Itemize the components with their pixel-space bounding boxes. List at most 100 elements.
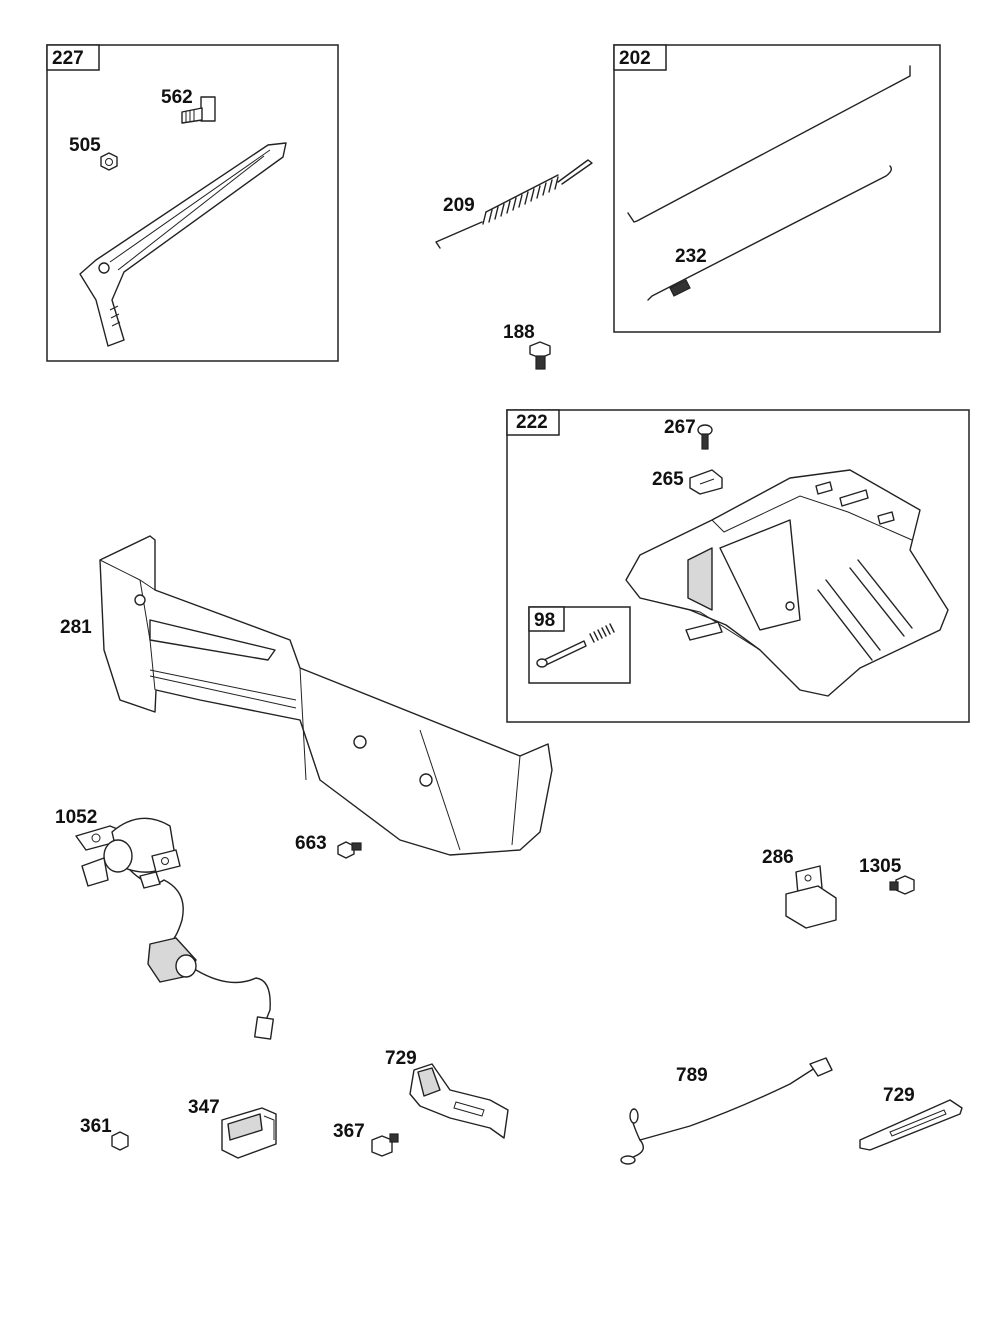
- clip-265-slot: [699, 478, 715, 485]
- label-367: 367: [333, 1121, 365, 1142]
- group-98-tag: [528, 606, 565, 632]
- label-562: 562: [161, 87, 193, 108]
- bolt-663[interactable]: [337, 841, 362, 859]
- pin-98-head: [536, 658, 548, 668]
- switch-1052-lead: [195, 969, 271, 1021]
- bracket-286-body: [785, 885, 837, 929]
- bracket-222-mount: [719, 519, 801, 631]
- shield-281-body: [99, 535, 553, 856]
- spring-209-hook-right: [557, 159, 593, 185]
- nut-361[interactable]: [111, 1131, 129, 1151]
- bracket-729-bent-slot: [453, 1101, 485, 1117]
- shield-281[interactable]: [99, 535, 553, 856]
- spring-209-coil-axis: [485, 174, 559, 213]
- group-98-frame: [528, 606, 631, 684]
- label-222: 222: [516, 412, 548, 433]
- nut-505-body: [100, 152, 118, 171]
- harness-789-terminal: [809, 1057, 833, 1077]
- spring-209-hook-left: [435, 221, 483, 249]
- label-98: 98: [534, 610, 555, 631]
- label-347: 347: [188, 1097, 220, 1118]
- rod-232[interactable]: [647, 165, 893, 301]
- switch-1052-ear-right: [151, 849, 181, 873]
- bolt-663-head: [337, 841, 355, 859]
- shield-281-channel: [149, 669, 297, 709]
- bracket-222-slots: [817, 559, 913, 661]
- rod-202[interactable]: [627, 65, 911, 223]
- group-222: 222 267 265 98: [506, 409, 970, 723]
- group-222-tag: [506, 409, 560, 436]
- bracket-729-flat-body: [859, 1099, 963, 1151]
- lever-227[interactable]: [79, 142, 287, 347]
- clip-265[interactable]: [689, 469, 723, 495]
- screw-267-shank: [701, 433, 709, 450]
- lever-227-pivot: [98, 262, 110, 274]
- bolt-663-shank: [351, 842, 362, 851]
- label-267: 267: [664, 417, 696, 438]
- bracket-222[interactable]: [625, 469, 949, 697]
- spring-209[interactable]: [435, 159, 593, 249]
- bracket-222-rivet: [785, 601, 795, 611]
- rod-232-line: [647, 165, 893, 301]
- switch-347[interactable]: [221, 1107, 277, 1159]
- switch-1052[interactable]: [75, 817, 275, 1040]
- spring-209-coils: [482, 176, 559, 225]
- label-505: 505: [69, 135, 101, 156]
- pin-98-spring: [589, 623, 615, 643]
- lever-227-arm: [79, 142, 287, 347]
- bracket-222-edges: [639, 495, 913, 651]
- label-227: 227: [52, 48, 84, 69]
- harness-789-bullet-top: [629, 1108, 639, 1124]
- shield-281-folds: [99, 559, 521, 851]
- nut-505[interactable]: [100, 152, 118, 171]
- shield-281-rail: [149, 619, 276, 661]
- bolt-562[interactable]: [181, 96, 216, 124]
- bolt-1305[interactable]: [889, 875, 915, 895]
- bracket-729-bent[interactable]: [409, 1063, 509, 1139]
- group-202: 202 232: [613, 44, 941, 333]
- label-202: 202: [619, 48, 651, 69]
- bolt-367-shank: [389, 1133, 399, 1143]
- label-281: 281: [60, 617, 92, 638]
- shield-281-hole-left: [134, 594, 146, 606]
- harness-789-branch: [629, 1139, 644, 1159]
- group-222-frame: [506, 409, 970, 723]
- label-663: 663: [295, 833, 327, 854]
- switch-347-side: [263, 1115, 275, 1140]
- group-227-frame: [46, 44, 339, 362]
- screw-267[interactable]: [697, 424, 713, 450]
- switch-1052-terminal: [81, 857, 109, 887]
- bolt-367-head: [371, 1135, 393, 1157]
- label-286: 286: [762, 847, 794, 868]
- switch-347-rocker: [227, 1113, 263, 1141]
- label-209: 209: [443, 195, 475, 216]
- pin-98[interactable]: [536, 623, 615, 668]
- label-789: 789: [676, 1065, 708, 1086]
- bolt-188[interactable]: [529, 341, 551, 370]
- group-202-tag: [613, 44, 667, 71]
- bolt-562-threads: [185, 109, 195, 122]
- lever-227-grip: [109, 305, 121, 327]
- label-265: 265: [652, 469, 684, 490]
- rod-232-spring: [669, 279, 691, 297]
- harness-789[interactable]: [620, 1057, 833, 1165]
- bracket-286[interactable]: [785, 865, 837, 929]
- group-202-frame: [613, 44, 941, 333]
- label-729-bent: 729: [385, 1048, 417, 1069]
- bolt-562-shank: [181, 107, 203, 124]
- label-1052: 1052: [55, 807, 97, 828]
- group-98: 98: [528, 606, 631, 684]
- shield-281-hole-mid: [353, 735, 367, 749]
- bracket-729-flat[interactable]: [859, 1099, 963, 1151]
- switch-1052-connector: [139, 871, 161, 889]
- lever-227-ridge: [109, 149, 271, 271]
- switch-1052-key-face: [103, 839, 133, 873]
- bolt-367[interactable]: [371, 1133, 399, 1157]
- bracket-729-flat-slot: [889, 1109, 947, 1137]
- bolt-562-head: [200, 96, 216, 122]
- switch-1052-plug-nut: [175, 954, 197, 978]
- bracket-222-holes: [815, 481, 895, 525]
- label-232: 232: [675, 246, 707, 267]
- bolt-188-shank: [535, 355, 546, 370]
